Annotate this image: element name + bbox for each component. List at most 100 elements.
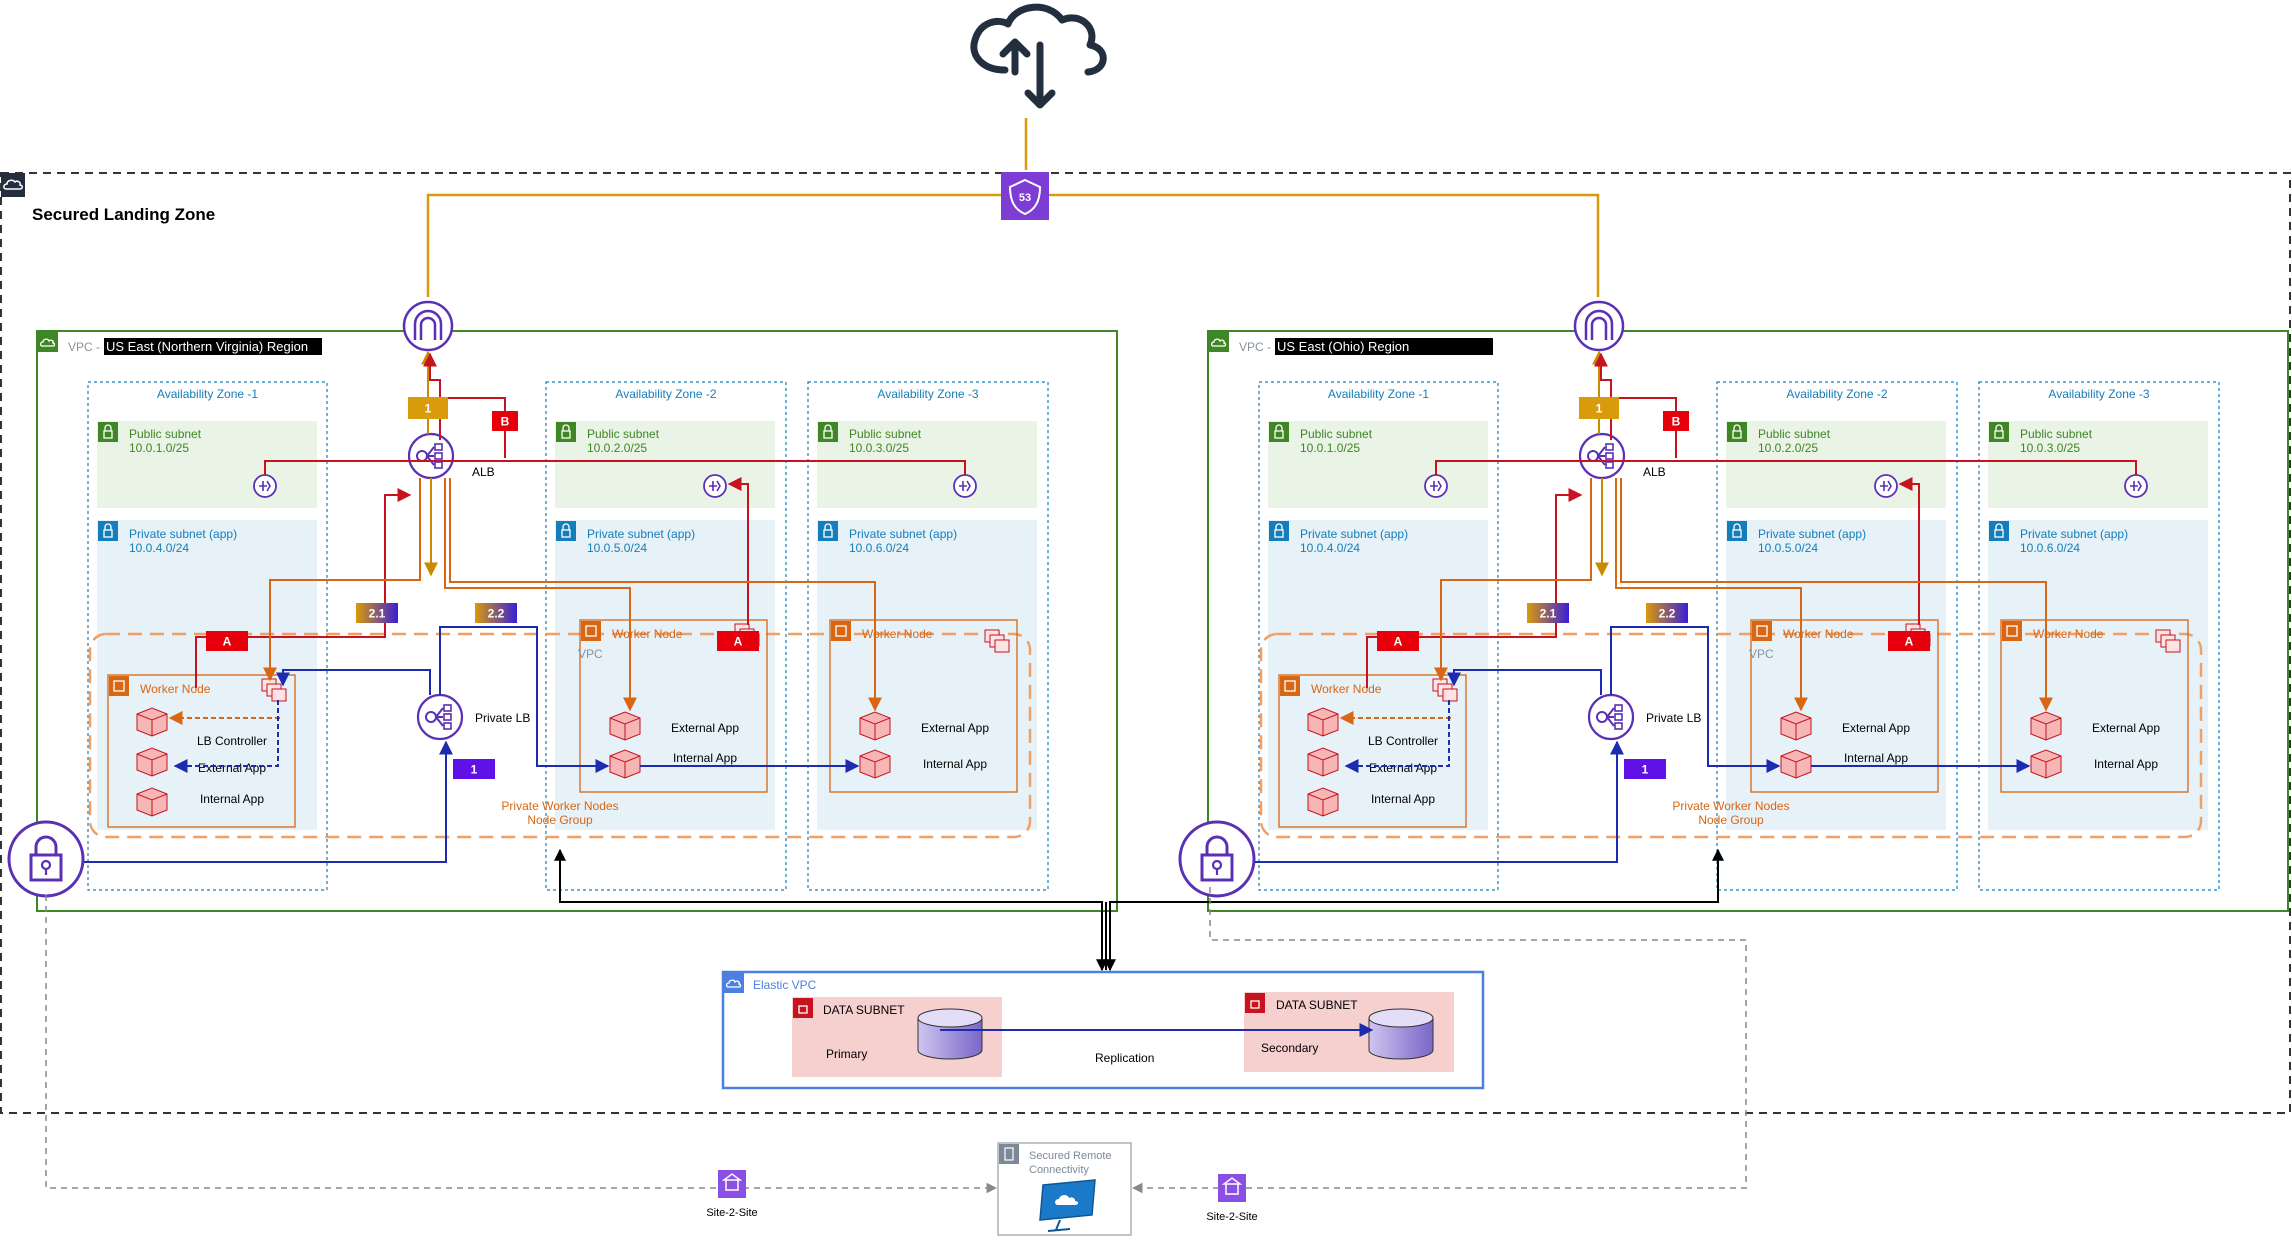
badge-b: B	[492, 411, 518, 431]
badge-1-gold: 1	[1579, 397, 1619, 419]
nat-gateway-1-icon	[253, 474, 277, 498]
vpc-tag-label: VPC	[578, 647, 603, 661]
site-to-site-right-icon	[1218, 1174, 1246, 1202]
internet-gateway-icon	[402, 300, 454, 352]
internet-cloud-icon	[970, 3, 1107, 109]
badge-a-2-text: A	[1905, 635, 1914, 649]
badge-b-text: B	[501, 415, 510, 429]
vpc-name: US East (Northern Virginia) Region	[106, 339, 308, 354]
app-container-icon	[859, 711, 891, 741]
badge-2-1: 2.1	[356, 603, 398, 623]
app-label: External App	[671, 721, 739, 735]
internet-gateway-icon	[1573, 300, 1625, 352]
app-label: LB Controller	[1368, 734, 1438, 748]
vpc-tag-label: VPC	[1749, 647, 1774, 661]
primary-label: Primary	[826, 1047, 867, 1061]
private-subnet-label: Private subnet (app)	[129, 527, 237, 541]
private-subnet-icon	[818, 521, 838, 541]
alb-label: ALB	[1643, 465, 1666, 479]
public-subnet-label: Public subnet	[587, 427, 660, 441]
public-subnet	[97, 421, 317, 508]
public-subnet-cidr: 10.0.1.0/25	[1300, 441, 1360, 455]
app-container-icon	[136, 707, 168, 737]
nat-gateway-3-icon	[2124, 474, 2148, 498]
elastic-vpc-title: Elastic VPC	[753, 978, 817, 992]
badge-2-1: 2.1	[1527, 603, 1569, 623]
public-subnet-label: Public subnet	[849, 427, 922, 441]
vpc-name-highlight	[104, 338, 322, 355]
app-label: Internal App	[2094, 757, 2158, 771]
badge-1-purple: 1	[1624, 759, 1666, 779]
badge-1-purple-text: 1	[1642, 763, 1649, 777]
badge-1-purple-text: 1	[471, 763, 478, 777]
app-label: External App	[921, 721, 989, 735]
pod-stack-icon	[2155, 629, 2181, 653]
worker-node-title: Worker Node	[862, 627, 933, 641]
replication-label: Replication	[1095, 1051, 1154, 1065]
badge-a-1: A	[206, 631, 248, 651]
public-subnet	[817, 421, 1037, 508]
badge-1-gold-text: 1	[1596, 402, 1603, 416]
private-lb-icon	[1587, 693, 1635, 741]
app-label: LB Controller	[197, 734, 267, 748]
app-label: Internal App	[923, 757, 987, 771]
badge-2-2: 2.2	[1646, 603, 1688, 623]
public-subnet-icon	[1269, 422, 1289, 442]
public-subnet-icon	[818, 422, 838, 442]
private-subnet-label: Private subnet (app)	[1758, 527, 1866, 541]
public-subnet-icon	[98, 422, 118, 442]
availability-zone-name: Availability Zone -1	[157, 387, 258, 401]
node-group-label-1: Private Worker Nodes	[1672, 799, 1789, 813]
app-container-icon	[609, 749, 641, 779]
public-subnet-cidr: 10.0.2.0/25	[587, 441, 647, 455]
public-subnet	[555, 421, 775, 508]
public-subnet-cidr: 10.0.1.0/25	[129, 441, 189, 455]
vpn-lock-icon	[7, 820, 85, 898]
app-label: Internal App	[673, 751, 737, 765]
private-subnet-cidr: 10.0.6.0/24	[849, 541, 909, 555]
private-subnet	[1726, 520, 1946, 830]
route53-icon: 53	[1001, 172, 1049, 220]
app-container-icon	[1780, 711, 1812, 741]
availability-zone-name: Availability Zone -2	[1786, 387, 1887, 401]
public-subnet	[1988, 421, 2208, 508]
worker-node-title: Worker Node	[1783, 627, 1854, 641]
badge-b: B	[1663, 411, 1689, 431]
availability-zone-name: Availability Zone -2	[615, 387, 716, 401]
primary-subnet-label: DATA SUBNET	[823, 1003, 905, 1017]
app-container-icon	[1307, 787, 1339, 817]
private-subnet-icon	[556, 521, 576, 541]
private-subnet-icon	[1989, 521, 2009, 541]
secondary-subnet-label: DATA SUBNET	[1276, 998, 1358, 1012]
app-label: Internal App	[1844, 751, 1908, 765]
secured-remote-connectivity: Secured Remote Connectivity	[997, 1142, 1132, 1236]
node-group-boundary	[1259, 632, 2203, 839]
vpc-prefix: VPC -	[68, 340, 100, 354]
badge-1-gold: 1	[408, 397, 448, 419]
badge-a-2: A	[717, 631, 759, 651]
app-label: External App	[2092, 721, 2160, 735]
badge-2-2: 2.2	[475, 603, 517, 623]
app-label: External App	[198, 761, 266, 775]
vpc-name-highlight	[1275, 338, 1493, 355]
public-subnet	[1268, 421, 1488, 508]
worker-node-title: Worker Node	[2033, 627, 2104, 641]
public-subnet-cidr: 10.0.3.0/25	[849, 441, 909, 455]
vpc-cloud-icon	[1209, 332, 1229, 352]
ec2-icon	[831, 621, 851, 641]
badge-2-1-text: 2.1	[369, 607, 386, 621]
app-container-icon	[1307, 707, 1339, 737]
app-container-icon	[1307, 747, 1339, 777]
app-container-icon	[859, 749, 891, 779]
private-subnet	[555, 520, 775, 830]
app-container-icon	[136, 747, 168, 777]
nat-gateway-1-icon	[1424, 474, 1448, 498]
badge-a-2-text: A	[734, 635, 743, 649]
availability-zone-name: Availability Zone -1	[1328, 387, 1429, 401]
vpc-name: US East (Ohio) Region	[1277, 339, 1409, 354]
